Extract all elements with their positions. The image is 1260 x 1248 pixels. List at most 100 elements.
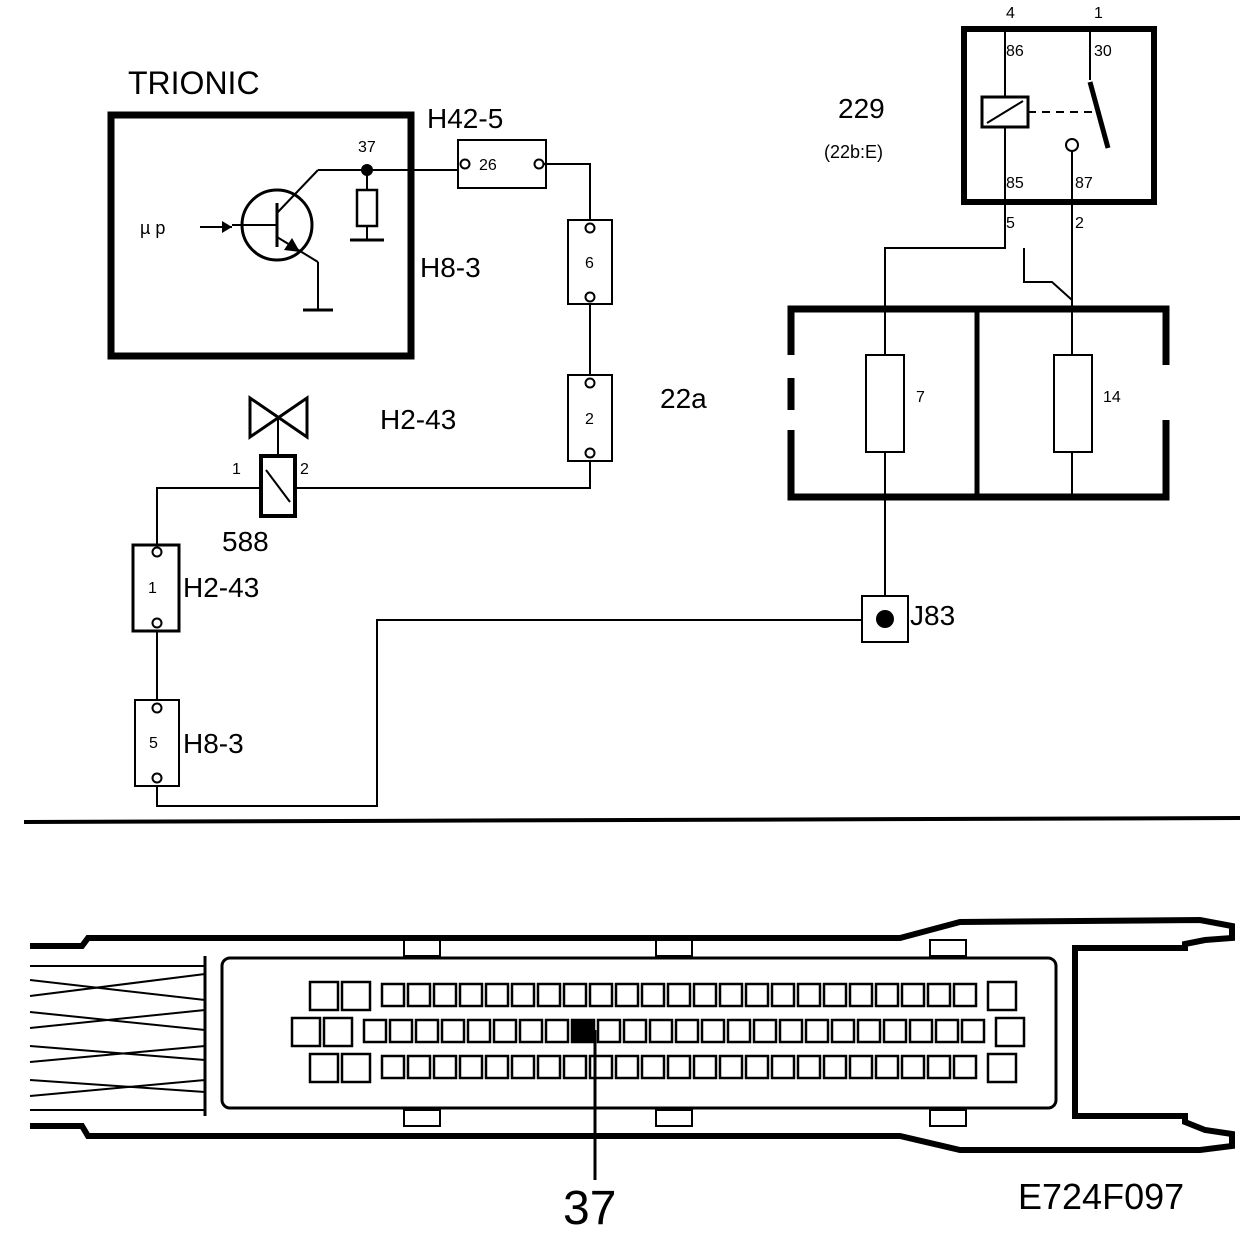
connector-pin — [882, 1018, 908, 1044]
connector-pin — [778, 1018, 804, 1044]
label-22a: 22a — [660, 383, 707, 414]
connector-pin — [952, 1054, 978, 1080]
relay-pin-5: 5 — [1006, 215, 1015, 232]
connector-pin — [380, 982, 406, 1008]
trionic-title: TRIONIC — [128, 65, 260, 101]
resistor-icon — [355, 188, 379, 228]
connector-pin — [674, 1018, 700, 1044]
junction-j83: J83 — [861, 595, 955, 643]
connector-pin — [822, 1054, 848, 1080]
connector-pin — [692, 982, 718, 1008]
connector-pin — [458, 982, 484, 1008]
pin-grid — [290, 980, 1026, 1084]
connector-pin — [830, 1018, 856, 1044]
connector-pin — [770, 982, 796, 1008]
connector-pin — [640, 982, 666, 1008]
connector-1: 1 H2-43 — [131, 543, 259, 633]
relay-ref-label: (22b:E) — [824, 142, 883, 162]
mu-p-label: µ p — [140, 218, 165, 238]
plug-shell — [30, 916, 1235, 1153]
connector-pin-large — [986, 980, 1018, 1012]
connector-pin — [588, 982, 614, 1008]
connector-pin — [666, 1054, 692, 1080]
connector-pin — [588, 1054, 614, 1080]
connector-pin — [518, 1018, 544, 1044]
connector-pin — [406, 1054, 432, 1080]
relay-pin-1: 1 — [1094, 5, 1103, 22]
h8-3-top-label: H8-3 — [420, 252, 481, 283]
connector-pin — [726, 1018, 752, 1044]
valve-588: 1 2 588 — [222, 395, 309, 557]
connector-pin — [510, 982, 536, 1008]
connector-pin — [484, 982, 510, 1008]
connector-pin — [640, 1054, 666, 1080]
valve-pin-2: 2 — [300, 461, 309, 478]
connector-pin — [536, 982, 562, 1008]
connector-6: 6 — [567, 219, 613, 305]
connector-pin-37 — [570, 1018, 596, 1044]
conn-6-label: 6 — [585, 255, 594, 272]
connector-pin — [796, 1054, 822, 1080]
conn-1-label: 1 — [148, 580, 157, 597]
connector-pin-large — [322, 1016, 354, 1048]
fuse-box: 7 14 — [787, 305, 1170, 501]
connector-pin — [362, 1018, 388, 1044]
connector-pin — [796, 982, 822, 1008]
connector-pin — [406, 982, 432, 1008]
connector-2: 2 — [567, 374, 613, 462]
connector-pin-large — [986, 1052, 1018, 1084]
conn-26-label: 26 — [479, 157, 497, 174]
connector-pin-large — [994, 1016, 1026, 1048]
pin-37-label: 37 — [358, 139, 376, 156]
connector-pin — [874, 1054, 900, 1080]
connector-pin — [458, 1054, 484, 1080]
connector-pin — [388, 1018, 414, 1044]
conn-2-label: 2 — [585, 411, 594, 428]
connector-pin — [380, 1054, 406, 1080]
j83-label: J83 — [910, 600, 955, 631]
relay-pin-2: 2 — [1075, 215, 1084, 232]
h42-5-label: H42-5 — [427, 103, 503, 134]
connector-pin — [934, 1018, 960, 1044]
h8-3-bottom-label: H8-3 — [183, 728, 244, 759]
relay-switch-icon — [1087, 81, 1111, 149]
connector-pin — [432, 1054, 458, 1080]
connector-5: 5 H8-3 — [134, 699, 244, 787]
emitter-arrow-icon — [284, 238, 300, 252]
connector-pin — [492, 1018, 518, 1044]
connector-pin — [752, 1018, 778, 1044]
connector-pin — [718, 1054, 744, 1080]
valve-icon — [248, 395, 309, 440]
connector-pin — [466, 1018, 492, 1044]
relay-30: 30 — [1094, 43, 1112, 60]
connector-pin — [692, 1054, 718, 1080]
connector-pin — [856, 1018, 882, 1044]
fuse-7-icon — [865, 354, 905, 453]
connector-pin — [848, 1054, 874, 1080]
connector-pin-large — [340, 980, 372, 1012]
fuse-14-icon — [1053, 354, 1093, 453]
connector-pin — [614, 1054, 640, 1080]
relay-85: 85 — [1006, 175, 1024, 192]
connector-pin-large — [340, 1052, 372, 1084]
connector-pin — [804, 1018, 830, 1044]
connector-pin — [562, 982, 588, 1008]
input-arrow-icon — [222, 221, 232, 233]
h2-43-top-label: H2-43 — [380, 404, 456, 435]
connector-pin — [822, 982, 848, 1008]
connector-pin — [718, 982, 744, 1008]
connector-pin-large — [290, 1016, 322, 1048]
relay-box — [961, 26, 1157, 205]
h2-43-mid-label: H2-43 — [183, 572, 259, 603]
fuse-14-label: 14 — [1103, 389, 1121, 406]
solenoid-icon — [259, 454, 297, 518]
conn-5-label: 5 — [149, 735, 158, 752]
connector-pin-large — [308, 980, 340, 1012]
connector-pin — [414, 1018, 440, 1044]
valve-588-label: 588 — [222, 526, 269, 557]
trionic-box — [107, 111, 415, 360]
connector-pin — [744, 982, 770, 1008]
connector-pin — [744, 1054, 770, 1080]
connector-pin — [536, 1054, 562, 1080]
